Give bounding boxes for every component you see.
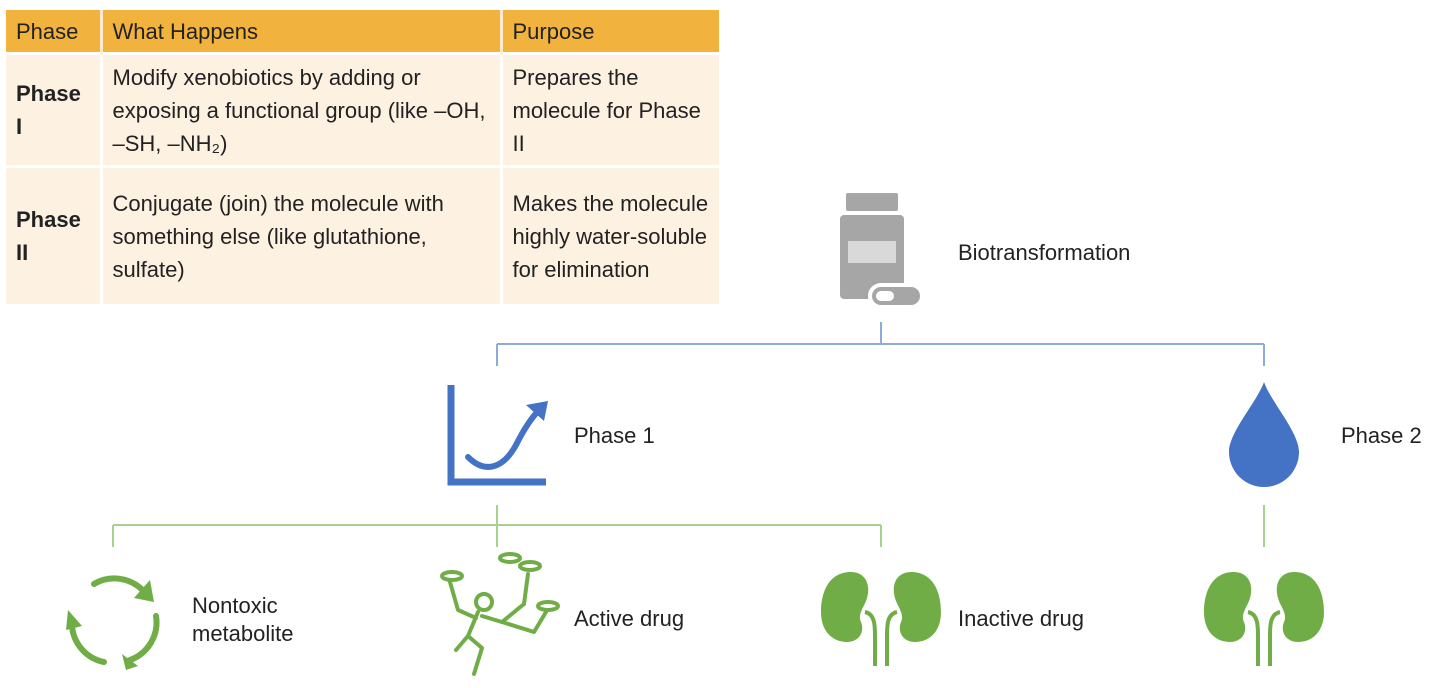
cell-what-happens: Modify xenobiotics by adding or exposing… — [101, 52, 503, 167]
phase-table: Phase What Happens Purpose Phase I Modif… — [6, 10, 719, 304]
phase1-label: Phase 1 — [574, 423, 655, 448]
phase2-label: Phase 2 — [1341, 423, 1422, 448]
juggler-icon — [440, 552, 560, 676]
cell-phase: Phase I — [6, 52, 103, 167]
header-purpose: Purpose — [501, 10, 719, 54]
green-connectors — [112, 505, 1265, 547]
growth-chart-icon — [447, 385, 548, 486]
medicine-bottle-icon — [840, 193, 924, 309]
inactive-drug-label: Inactive drug — [958, 606, 1084, 631]
water-drop-icon — [1229, 382, 1299, 487]
recycle-icon — [66, 575, 160, 670]
header-what-happens: What Happens — [101, 10, 503, 54]
active-drug-label: Active drug — [574, 606, 685, 631]
kidneys-icon — [821, 572, 941, 666]
table-row: Phase I Modify xenobiotics by adding or … — [6, 52, 719, 167]
table-header-row: Phase What Happens Purpose — [6, 10, 719, 54]
nontoxic-metabolite-text: Nontoxic metabolite — [192, 593, 294, 646]
kidneys-icon — [1204, 572, 1324, 666]
nontoxic-metabolite-label: Nontoxic metabolite — [192, 592, 322, 648]
cell-purpose: Prepares the molecule for Phase II — [501, 52, 719, 167]
cell-phase: Phase II — [6, 165, 103, 304]
cell-purpose: Makes the molecule highly water-soluble … — [501, 165, 719, 304]
cell-what-happens: Conjugate (join) the molecule with somet… — [101, 165, 503, 304]
header-phase: Phase — [6, 10, 103, 54]
biotransformation-label: Biotransformation — [958, 240, 1131, 265]
blue-connectors — [496, 322, 1265, 366]
table-row: Phase II Conjugate (join) the molecule w… — [6, 165, 719, 304]
